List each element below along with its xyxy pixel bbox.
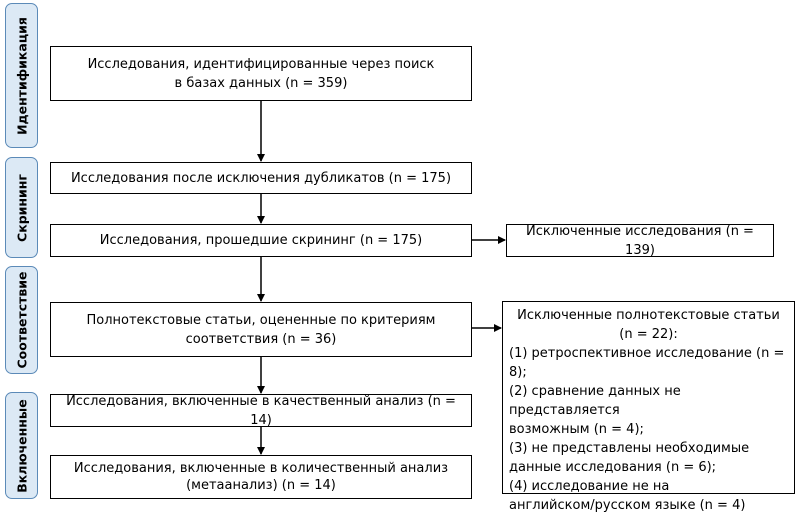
quantitative-line-2: (метаанализ) (n = 14) bbox=[186, 478, 336, 493]
reason-item: (2) сравнение данных не представляется bbox=[509, 384, 681, 418]
excluded-studies-box: Исключенные исследования (n = 139) bbox=[506, 223, 774, 258]
after-duplicates-box: Исследования после исключения дубликатов… bbox=[50, 162, 472, 194]
excluded-studies-text: Исключенные исследования (n = 139) bbox=[526, 223, 754, 258]
screened-box: Исследования, прошедшие скрининг (n = 17… bbox=[50, 224, 472, 257]
flow-arrows bbox=[257, 101, 506, 455]
reason-item: данные исследования (n = 6); bbox=[509, 460, 717, 475]
qualitative-text: Исследования, включенные в качественный … bbox=[66, 393, 456, 428]
after-duplicates-text: Исследования после исключения дубликатов… bbox=[70, 170, 452, 186]
identified-box: Исследования, идентифицированные через п… bbox=[50, 46, 472, 101]
quantitative-line-1: Исследования, включенные в количественны… bbox=[73, 461, 449, 476]
excluded-fulltext-title-2: (n = 22): bbox=[619, 327, 678, 342]
fulltext-assessed-line-2: соответствия (n = 36) bbox=[185, 331, 337, 347]
identified-line-1: Исследования, идентифицированные через п… bbox=[87, 56, 435, 72]
identified-line-2: в базах данных (n = 359) bbox=[174, 75, 348, 91]
reason-item: возможным (n = 4); bbox=[509, 422, 644, 437]
stage-identification: Идентификация bbox=[5, 3, 38, 148]
screened-text: Исследования, прошедшие скрининг (n = 17… bbox=[99, 233, 423, 248]
excluded-fulltext-title: Исключенные полнотекстовые статьи (n = 2… bbox=[509, 306, 788, 344]
stage-included: Включенные bbox=[5, 392, 38, 499]
qualitative-box: Исследования, включенные в качественный … bbox=[50, 393, 472, 428]
reason-item: (4) исследование не на bbox=[509, 479, 670, 494]
fulltext-assessed-box: Полнотекстовые статьи, оцененные по крит… bbox=[50, 302, 472, 357]
reason-item: (3) не представлены необходимые bbox=[509, 441, 750, 456]
fulltext-assessed-line-1: Полнотекстовые статьи, оцененные по крит… bbox=[86, 312, 436, 328]
reason-item: (1) ретроспективное исследование (n = 8)… bbox=[509, 346, 785, 380]
stage-screening: Скрининг bbox=[5, 157, 38, 258]
excluded-fulltext-title-1: Исключенные полнотекстовые статьи bbox=[517, 308, 780, 323]
stage-eligibility: Соответствие bbox=[5, 266, 38, 374]
quantitative-box: Исследования, включенные в количественны… bbox=[50, 455, 472, 499]
